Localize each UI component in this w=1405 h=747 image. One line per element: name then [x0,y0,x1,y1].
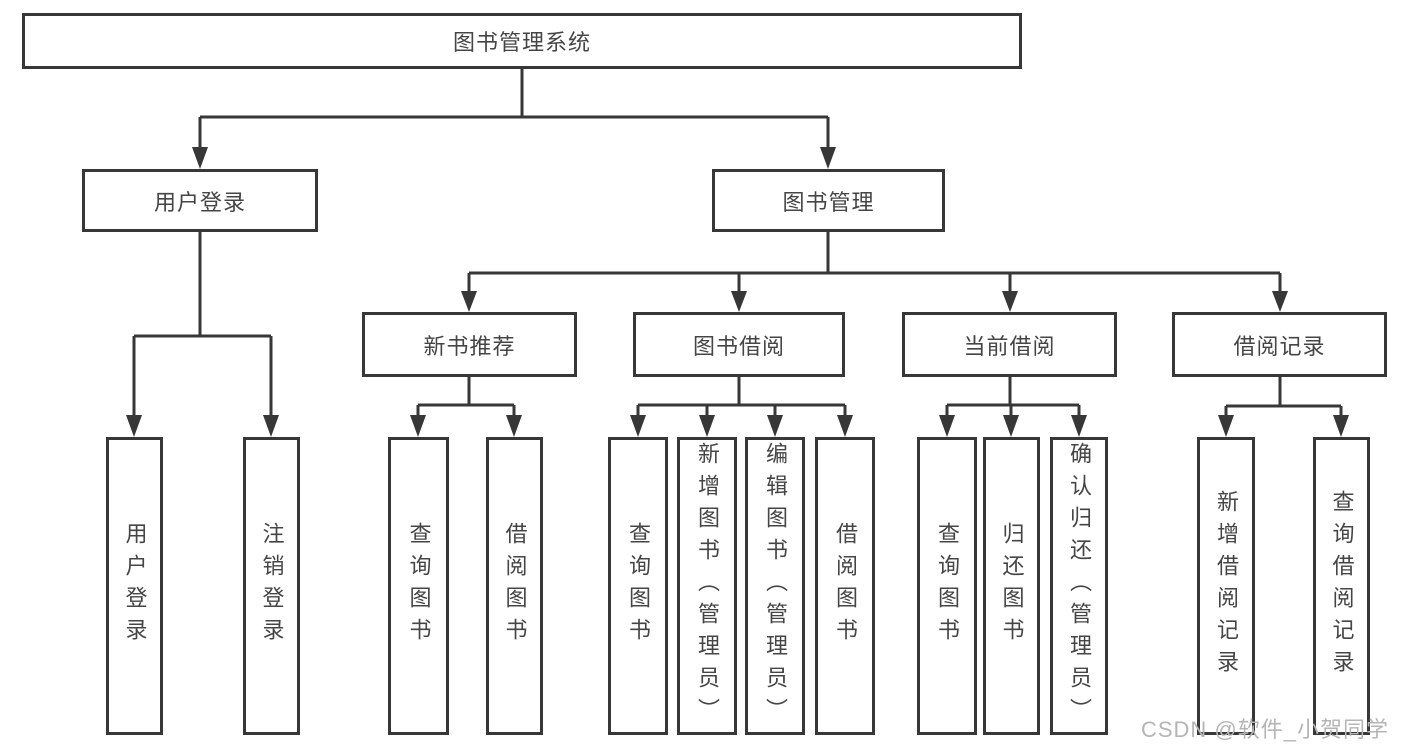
arrowheads [126,147,1349,437]
node-borrow-records: 借阅记录 [1172,312,1387,377]
node-new-book-recommend: 新书推荐 [362,312,577,377]
leaf-edit-book-admin: 编辑图书（管理员） [745,437,805,735]
leaf-query-book-borrowing-label: 查询图书 [626,522,651,650]
leaf-borrow-book-label: 借阅图书 [833,522,858,650]
leaf-query-book-borrowing: 查询图书 [608,437,668,735]
leaf-query-book-newrec: 查询图书 [388,437,449,735]
leaf-user-login-label: 用户登录 [122,522,148,650]
leaf-borrow-book: 借阅图书 [815,437,875,735]
leaf-add-borrow-record: 新增借阅记录 [1197,437,1255,735]
leaf-query-book-current-label: 查询图书 [935,522,960,650]
leaf-query-book-current: 查询图书 [917,437,977,735]
node-current-borrowing: 当前借阅 [902,312,1117,377]
leaf-return-book: 归还图书 [983,437,1040,735]
leaf-confirm-return-admin: 确认归还（管理员） [1050,437,1108,735]
node-root-system: 图书管理系统 [22,13,1022,69]
leaf-return-book-label: 归还图书 [999,522,1025,650]
leaf-add-book-admin: 新增图书（管理员） [677,437,737,735]
leaf-add-book-admin-label: 新增图书（管理员） [695,442,720,730]
leaf-query-book-newrec-label: 查询图书 [406,522,432,650]
leaf-borrow-book-newrec: 借阅图书 [486,437,543,735]
leaf-edit-book-admin-label: 编辑图书（管理员） [763,442,788,730]
leaf-logout: 注销登录 [243,437,300,735]
leaf-confirm-return-admin-label: 确认归还（管理员） [1067,442,1092,730]
node-user-login: 用户登录 [82,169,318,232]
leaf-logout-label: 注销登录 [259,522,285,650]
leaf-query-borrow-record: 查询借阅记录 [1313,437,1370,735]
leaf-borrow-book-newrec-label: 借阅图书 [502,522,528,650]
node-book-borrowing: 图书借阅 [633,312,845,377]
leaf-query-borrow-record-label: 查询借阅记录 [1329,490,1355,682]
leaf-add-borrow-record-label: 新增借阅记录 [1214,490,1239,682]
csdn-watermark: CSDN @软件_小贺同学 [1140,717,1389,742]
leaf-user-login: 用户登录 [106,437,163,735]
node-book-management: 图书管理 [712,169,945,232]
